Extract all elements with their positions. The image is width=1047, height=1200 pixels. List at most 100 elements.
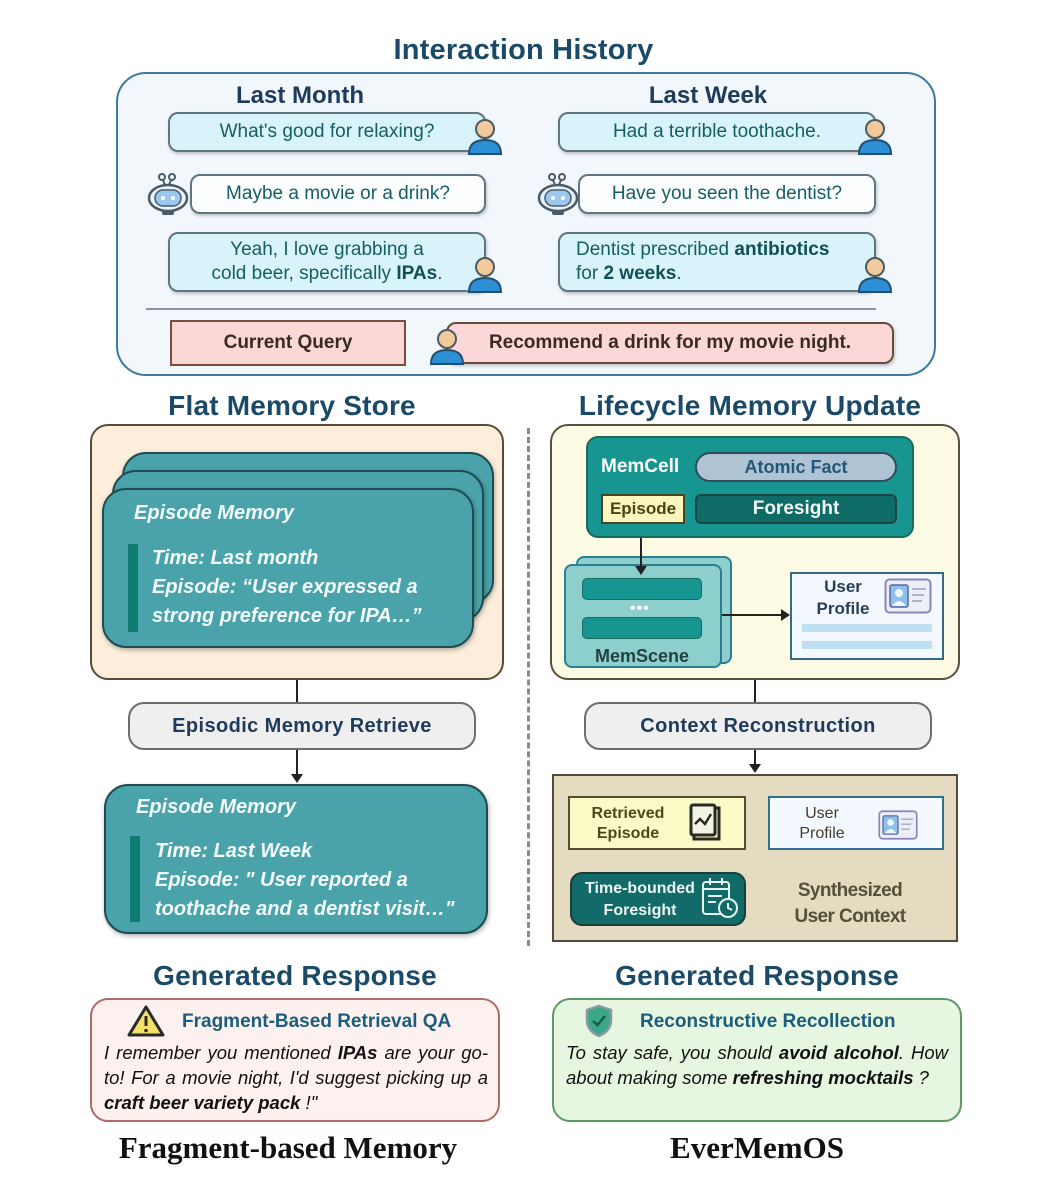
- history-divider: [146, 308, 876, 310]
- label-line: User: [824, 577, 862, 596]
- response-title: Fragment-Based Retrieval QA: [182, 1011, 452, 1032]
- stored-episode-card: [102, 488, 474, 648]
- message-text: Maybe a movie or a drink?: [226, 183, 450, 204]
- current-query-label: Current Query: [170, 320, 406, 366]
- episode-accent-bar: [130, 836, 140, 922]
- last-week-heading: Last Week: [648, 82, 768, 109]
- evermemos-caption: EverMemOS: [670, 1130, 844, 1165]
- warning-icon: [127, 1005, 165, 1037]
- retrieved-episode-card: [104, 784, 488, 934]
- id-card-icon: [884, 578, 932, 614]
- episode-text-line: strong preference for IPA…”: [152, 605, 422, 627]
- highlight-text: IPAs: [337, 1042, 378, 1063]
- arrow-down-icon: [749, 764, 761, 773]
- current-query-message: Recommend a drink for my movie night.: [446, 322, 894, 364]
- generated-response-heading-left: Generated Response: [153, 960, 437, 991]
- assistant-message: Have you seen the dentist?: [578, 174, 876, 214]
- label-line: Time-bounded: [585, 880, 695, 897]
- column-divider: [527, 428, 530, 946]
- calendar-clock-icon: [702, 878, 738, 918]
- episode-tag: Episode: [601, 494, 685, 524]
- message-text: Have you seen the dentist?: [611, 183, 843, 204]
- id-card-icon: [878, 810, 918, 840]
- episode-text-line: Episode: " User reported a: [155, 869, 408, 891]
- user-message: Dentist prescribed antibiotics for 2 week…: [558, 232, 876, 292]
- assistant-message: Maybe a movie or a drink?: [190, 174, 486, 214]
- memscene-ellipsis: •••: [630, 600, 650, 617]
- highlight-text: antibiotics: [734, 239, 830, 260]
- memscene-slot: [582, 578, 702, 600]
- text-span: are your go-to! For a movie night, I'd s…: [104, 1042, 488, 1088]
- episode-card-title: Episode Memory: [134, 502, 295, 524]
- connector-line: [754, 750, 756, 766]
- response-text: To stay safe, you should avoid alcohol. …: [566, 1040, 948, 1090]
- user-avatar-icon: [857, 119, 893, 155]
- highlight-text: IPAs: [396, 263, 438, 284]
- episodic-memory-retrieve-step: Episodic Memory Retrieve: [128, 702, 476, 750]
- message-line: .: [676, 263, 682, 284]
- connector-line: [722, 614, 782, 616]
- connector-line: [754, 680, 756, 702]
- message-line: Dentist prescribed: [576, 239, 735, 260]
- message-line: for: [576, 263, 604, 284]
- memcell-label: MemCell: [601, 456, 680, 477]
- highlight-text: craft beer variety pack: [104, 1092, 301, 1113]
- text-span: I remember you mentioned: [104, 1042, 338, 1063]
- reconstructive-response-box: [552, 998, 962, 1122]
- label-line: Synthesized: [797, 880, 903, 901]
- highlight-text: 2 weeks: [603, 263, 677, 284]
- user-message: What's good for relaxing?: [168, 112, 486, 152]
- robot-icon: [537, 173, 579, 215]
- episode-text-line: toothache and a dentist visit…": [155, 898, 455, 920]
- label-line: User Context: [794, 906, 906, 927]
- label-line: Episode: [596, 825, 660, 842]
- context-reconstruction-step: Context Reconstruction: [584, 702, 932, 750]
- text-span: ?: [913, 1067, 929, 1088]
- arrow-down-icon: [291, 774, 303, 783]
- episode-time: Time: Last month: [152, 547, 319, 569]
- user-message: Had a terrible toothache.: [558, 112, 876, 152]
- episode-text-line: Episode: “User expressed a: [152, 576, 418, 598]
- episode-time: Time: Last Week: [155, 840, 313, 862]
- label-line: Retrieved: [591, 805, 665, 822]
- label-line: User: [805, 805, 839, 822]
- memscene-label: MemScene: [594, 646, 690, 666]
- text-span: !": [300, 1092, 318, 1113]
- label-line: Profile: [799, 825, 845, 842]
- memscene-slot: [582, 617, 702, 639]
- user-avatar-icon: [467, 119, 503, 155]
- message-text: Had a terrible toothache.: [612, 121, 822, 142]
- label-line: Profile: [816, 599, 870, 618]
- user-avatar-icon: [467, 257, 503, 293]
- label-line: Foresight: [603, 902, 677, 919]
- profile-field-line: [802, 624, 932, 632]
- text-span: . How about making some: [566, 1042, 948, 1088]
- response-title: Reconstructive Recollection: [640, 1011, 896, 1032]
- last-month-heading: Last Month: [236, 82, 364, 109]
- profile-field-line: [802, 641, 932, 649]
- chart-book-icon: [689, 803, 721, 841]
- atomic-fact-pill: Atomic Fact: [695, 452, 897, 482]
- arrow-down-icon: [635, 566, 647, 575]
- generated-response-heading-right: Generated Response: [615, 960, 899, 991]
- arrow-right-icon: [781, 609, 790, 621]
- highlight-text: avoid alcohol: [778, 1042, 899, 1063]
- foresight-tag: Foresight: [695, 494, 897, 524]
- connector-line: [296, 750, 298, 776]
- fragment-based-memory-caption: Fragment-based Memory: [118, 1130, 458, 1165]
- fragment-response-box: [90, 998, 500, 1122]
- shield-check-icon: [585, 1004, 613, 1038]
- message-line: .: [437, 263, 443, 284]
- connector-line: [640, 538, 642, 566]
- text-span: To stay safe, you should: [566, 1042, 779, 1063]
- user-avatar-icon: [429, 329, 465, 365]
- highlight-text: refreshing mocktails: [732, 1067, 914, 1088]
- message-text: Dentist prescribed antibiotics for 2 week…: [576, 238, 829, 286]
